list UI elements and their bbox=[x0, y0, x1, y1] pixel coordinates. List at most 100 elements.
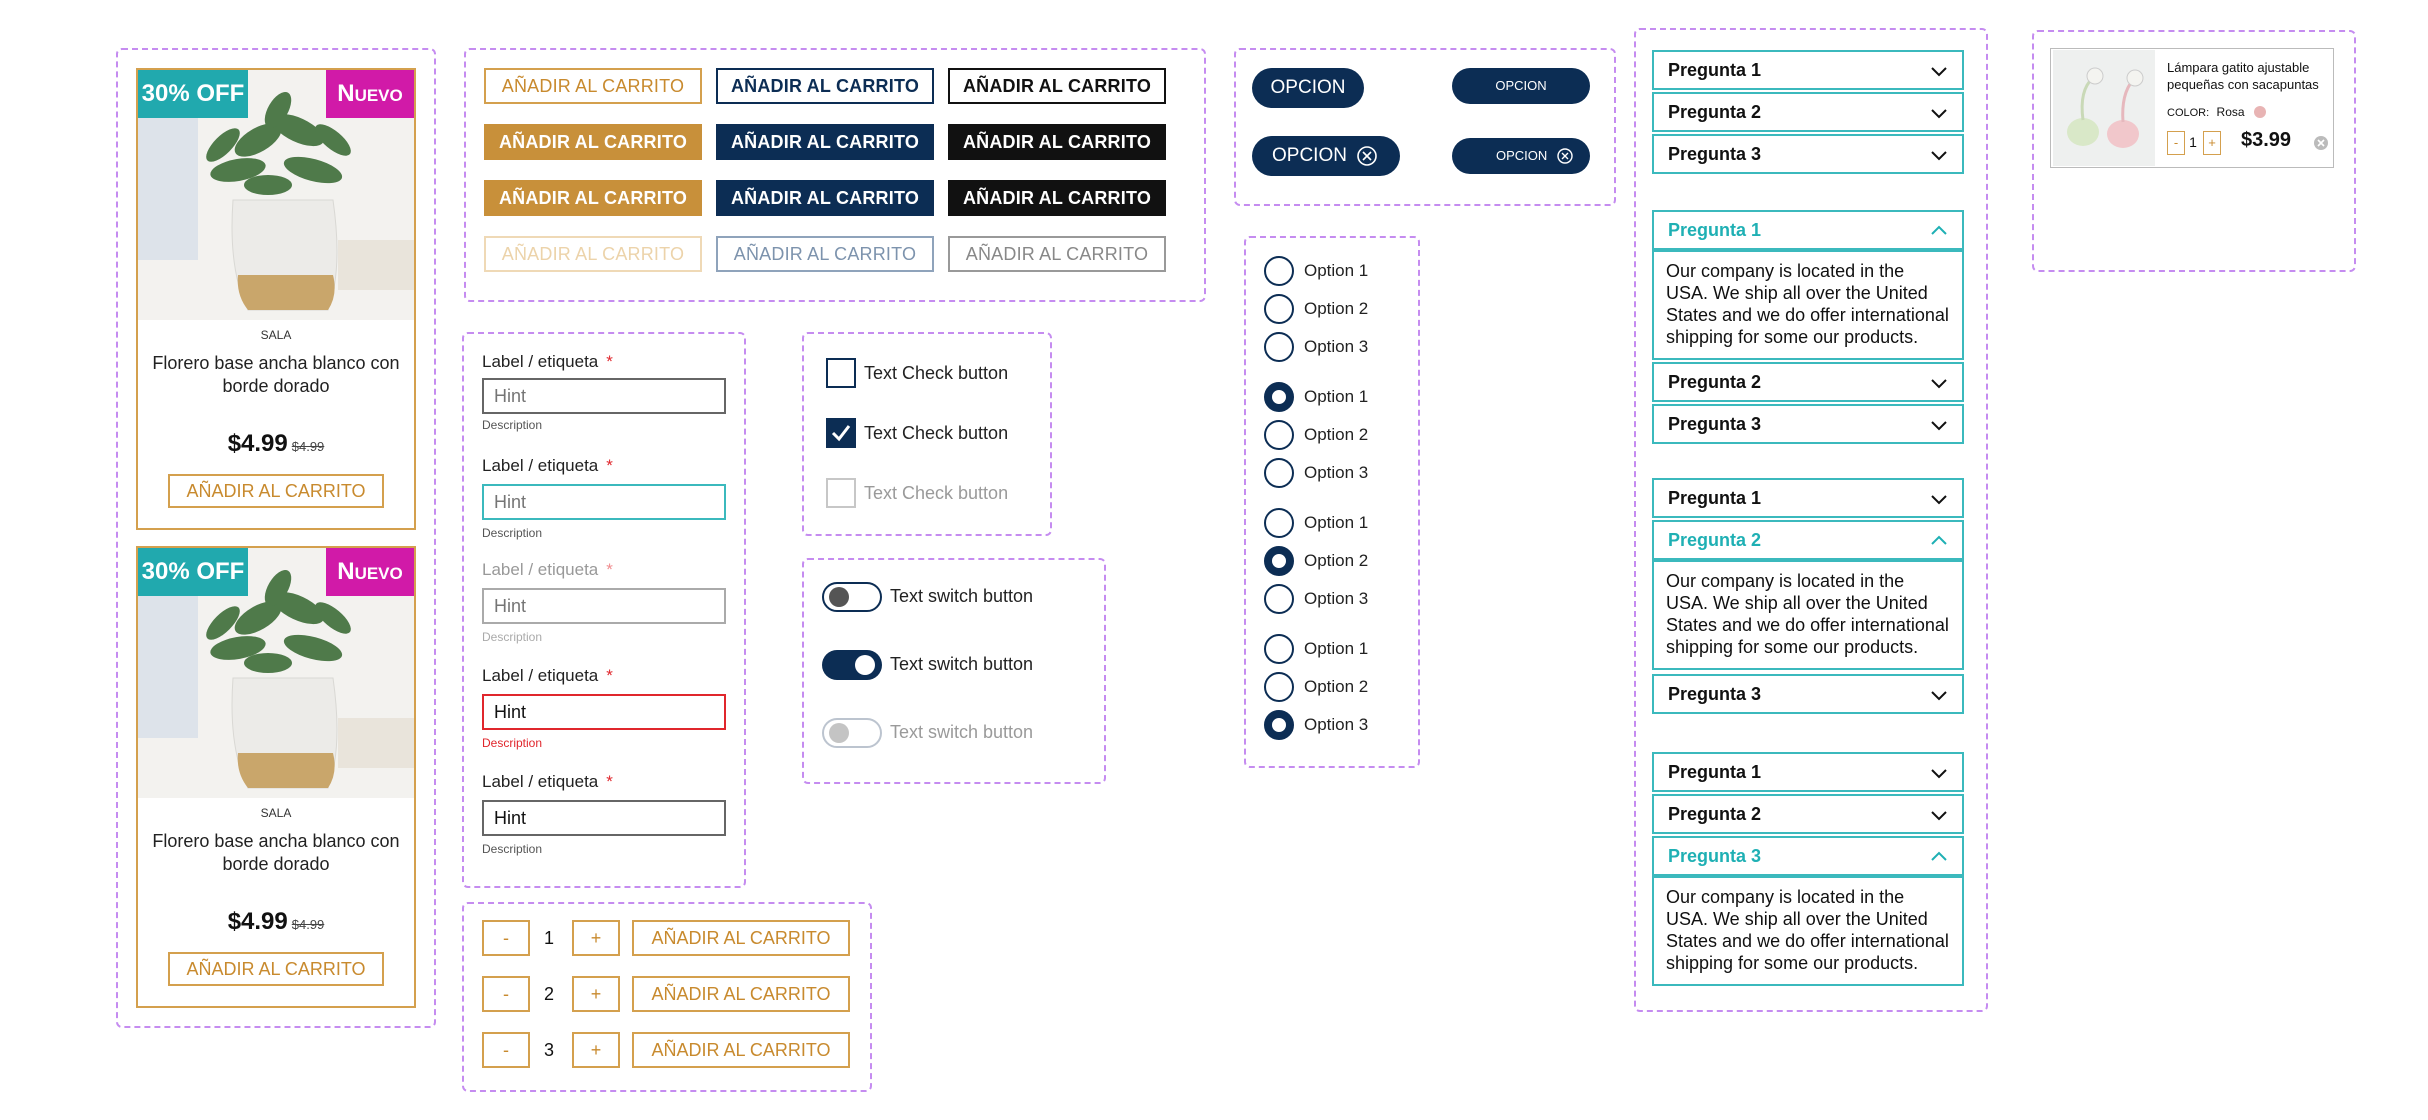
add-to-cart-outline-navy[interactable]: AÑADIR AL CARRITO bbox=[716, 68, 934, 104]
radio-label: Option 3 bbox=[1304, 337, 1369, 356]
option-pill-large[interactable]: OPCION bbox=[1252, 68, 1364, 108]
quantity-minus-button[interactable]: - bbox=[482, 920, 530, 956]
accordion-item-open[interactable]: Pregunta 1 bbox=[1652, 210, 1964, 250]
add-to-cart-filled-black[interactable]: AÑADIR AL CARRITO bbox=[948, 124, 1166, 160]
accordion-item-open[interactable]: Pregunta 3 bbox=[1652, 836, 1964, 876]
radio-button-selected[interactable] bbox=[1264, 710, 1294, 740]
chevron-down-icon bbox=[1931, 67, 1947, 77]
accordion-question: Pregunta 1 bbox=[1668, 762, 1762, 782]
radio-button[interactable] bbox=[1264, 256, 1294, 286]
checkbox-unchecked[interactable] bbox=[826, 358, 856, 388]
add-to-cart-outline-gold[interactable]: AÑADIR AL CARRITO bbox=[484, 68, 702, 104]
quantity-minus-button[interactable]: - bbox=[2167, 131, 2185, 155]
switch-knob bbox=[829, 587, 849, 607]
add-to-cart-button[interactable]: AÑADIR AL CARRITO bbox=[632, 920, 850, 956]
add-to-cart-hover-black[interactable]: AÑADIR AL CARRITO bbox=[948, 180, 1166, 216]
field-description: Description bbox=[482, 630, 543, 644]
radio-button[interactable] bbox=[1264, 672, 1294, 702]
radio-label: Option 2 bbox=[1304, 425, 1369, 444]
add-to-cart-button[interactable]: AÑADIR AL CARRITO bbox=[632, 1032, 850, 1068]
product-category: SALA bbox=[260, 328, 292, 342]
switch-label: Text switch button bbox=[890, 654, 1034, 674]
accordion-item[interactable]: Pregunta 2 bbox=[1652, 92, 1964, 132]
accordion-question: Pregunta 3 bbox=[1668, 414, 1762, 434]
add-to-cart-button[interactable]: AÑADIR AL CARRITO bbox=[168, 952, 384, 986]
text-input-error[interactable] bbox=[482, 694, 726, 730]
color-value: Rosa bbox=[2216, 105, 2245, 119]
accordion-item[interactable]: Pregunta 3 bbox=[1652, 134, 1964, 174]
field-label: Label / etiqueta* bbox=[482, 772, 613, 791]
quantity-minus-button[interactable]: - bbox=[482, 976, 530, 1012]
add-to-cart-filled-navy[interactable]: AÑADIR AL CARRITO bbox=[716, 124, 934, 160]
quantity-minus-button[interactable]: - bbox=[482, 1032, 530, 1068]
radio-button[interactable] bbox=[1264, 634, 1294, 664]
accordion-answer: Our company is located in the USA. We sh… bbox=[1652, 876, 1964, 986]
close-circle-icon[interactable] bbox=[1356, 145, 1378, 167]
radio-button[interactable] bbox=[1264, 332, 1294, 362]
product-title[interactable]: Florero base ancha blanco con borde dora… bbox=[152, 831, 400, 874]
option-pill-small[interactable]: OPCION bbox=[1452, 68, 1590, 104]
accordion-item-open[interactable]: Pregunta 2 bbox=[1652, 520, 1964, 560]
chevron-down-icon bbox=[1931, 769, 1947, 779]
quantity-plus-button[interactable]: + bbox=[2203, 131, 2221, 155]
add-to-cart-outline-black[interactable]: AÑADIR AL CARRITO bbox=[948, 68, 1166, 104]
radio-button-selected[interactable] bbox=[1264, 382, 1294, 412]
accordion-item[interactable]: Pregunta 2 bbox=[1652, 362, 1964, 402]
close-circle-icon[interactable] bbox=[1556, 147, 1574, 165]
quantity-plus-button[interactable]: + bbox=[572, 920, 620, 956]
field-error-message: Description bbox=[482, 736, 543, 750]
product-title[interactable]: Florero base ancha blanco con borde dora… bbox=[152, 353, 400, 396]
radio-button[interactable] bbox=[1264, 584, 1294, 614]
radio-button[interactable] bbox=[1264, 420, 1294, 450]
accordion-question: Pregunta 2 bbox=[1668, 804, 1762, 824]
radio-button-selected[interactable] bbox=[1264, 546, 1294, 576]
add-to-cart-button[interactable]: AÑADIR AL CARRITO bbox=[168, 474, 384, 508]
discount-badge: 30% OFF bbox=[138, 548, 248, 596]
accordion-item[interactable]: Pregunta 1 bbox=[1652, 752, 1964, 792]
option-pill-small-removable[interactable]: OPCION bbox=[1452, 138, 1590, 174]
accordion-answer: Our company is located in the USA. We sh… bbox=[1652, 560, 1964, 670]
accordion-item[interactable]: Pregunta 1 bbox=[1652, 50, 1964, 90]
product-thumbnail[interactable] bbox=[2053, 50, 2155, 166]
quantity-value: 1 bbox=[543, 928, 554, 948]
remove-item-icon[interactable] bbox=[2313, 135, 2329, 151]
accordion-question: Pregunta 2 bbox=[1668, 102, 1762, 122]
text-input-focused[interactable] bbox=[482, 484, 726, 520]
add-to-cart-hover-navy[interactable]: AÑADIR AL CARRITO bbox=[716, 180, 934, 216]
field-label: Label / etiqueta* bbox=[482, 560, 613, 579]
product-card[interactable]: 30% OFF Nuevo SALA Florero base ancha bl… bbox=[136, 68, 416, 530]
option-pill-large-removable[interactable]: OPCION bbox=[1252, 136, 1400, 176]
accordion-question: Pregunta 1 bbox=[1668, 488, 1762, 508]
accordion-item[interactable]: Pregunta 3 bbox=[1652, 674, 1964, 714]
switch-off[interactable] bbox=[822, 582, 882, 612]
add-to-cart-button[interactable]: AÑADIR AL CARRITO bbox=[632, 976, 850, 1012]
accordion-question: Pregunta 1 bbox=[1668, 220, 1762, 240]
current-price: $4.99 bbox=[227, 430, 288, 457]
radio-button[interactable] bbox=[1264, 294, 1294, 324]
radio-label: Option 3 bbox=[1304, 715, 1369, 734]
radio-button[interactable] bbox=[1264, 458, 1294, 488]
radio-button[interactable] bbox=[1264, 508, 1294, 538]
accordion-question: Pregunta 3 bbox=[1668, 684, 1762, 704]
frame-pills bbox=[1234, 48, 1616, 206]
accordion-item[interactable]: Pregunta 1 bbox=[1652, 478, 1964, 518]
checkbox-label: Text Check button bbox=[864, 423, 1009, 443]
quantity-plus-button[interactable]: + bbox=[572, 1032, 620, 1068]
text-input-filled[interactable] bbox=[482, 800, 726, 836]
add-to-cart-filled-gold[interactable]: AÑADIR AL CARRITO bbox=[484, 124, 702, 160]
add-to-cart-hover-gold[interactable]: AÑADIR AL CARRITO bbox=[484, 180, 702, 216]
quantity-value: 2 bbox=[543, 984, 554, 1004]
product-card[interactable]: 30% OFF Nuevo SALA Florero base ancha bl… bbox=[136, 546, 416, 1008]
switch-on[interactable] bbox=[822, 650, 882, 680]
accordion-item[interactable]: Pregunta 2 bbox=[1652, 794, 1964, 834]
text-input-default[interactable] bbox=[482, 378, 726, 414]
accordion-item[interactable]: Pregunta 3 bbox=[1652, 404, 1964, 444]
quantity-value: 3 bbox=[543, 1040, 554, 1060]
frame-radios bbox=[1244, 236, 1420, 768]
mini-cart-title[interactable]: Lámpara gatito ajustable pequeñas con sa… bbox=[2167, 60, 2319, 92]
required-mark: * bbox=[606, 456, 613, 475]
text-input-disabled bbox=[482, 588, 726, 624]
quantity-plus-button[interactable]: + bbox=[572, 976, 620, 1012]
frame-quantity bbox=[462, 902, 872, 1092]
checkbox-checked[interactable] bbox=[826, 418, 856, 448]
